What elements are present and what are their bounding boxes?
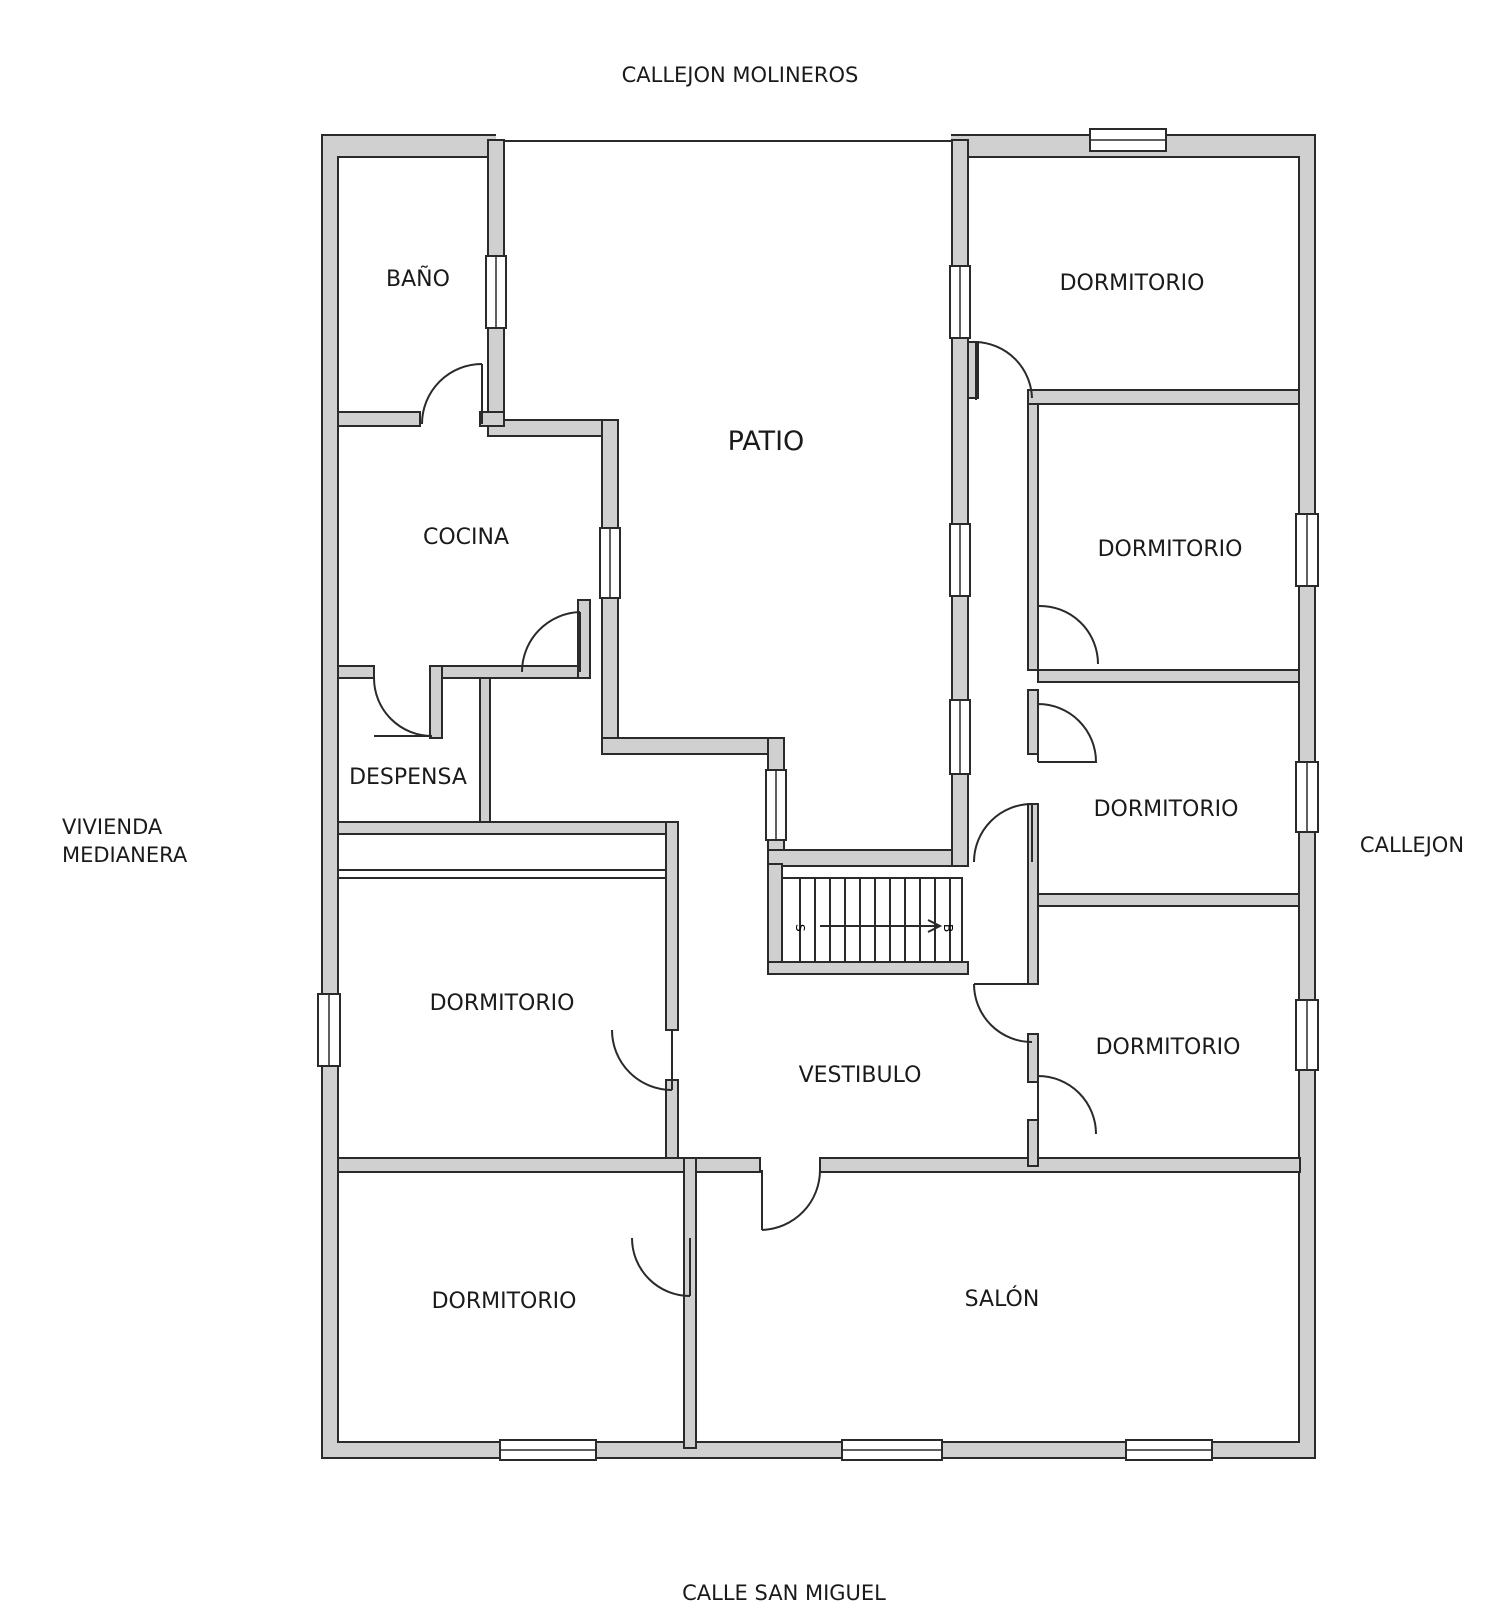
closet-divider — [337, 869, 667, 879]
window-south-3 — [1125, 1439, 1213, 1461]
room-label-patio: PATIO — [728, 426, 805, 457]
dorm-ne-door-jamb — [967, 341, 979, 399]
door-dorm-e2 — [1037, 703, 1098, 763]
interior-walls — [337, 139, 1301, 1449]
dorm-w-east-wall-lower — [665, 1079, 679, 1167]
windows — [317, 128, 1319, 1461]
door-despensa — [373, 677, 433, 737]
window-north — [1089, 128, 1167, 152]
east-corridor-wall-1 — [1027, 397, 1039, 671]
door-dorm-w — [611, 1029, 673, 1091]
corridor-wall-north — [337, 821, 679, 835]
door-dorm-e3 — [1037, 1075, 1097, 1135]
room-label-salon: SALÓN — [965, 1286, 1040, 1312]
room-label-dormitorio-w: DORMITORIO — [430, 991, 575, 1016]
door-dorm-ne — [975, 341, 1033, 400]
door-cocina — [521, 611, 581, 673]
despensa-north-wall-east — [429, 665, 591, 679]
door-stair-corridor — [973, 803, 1033, 863]
dorm-e1-south-wall — [1037, 669, 1300, 683]
window-bano — [485, 255, 507, 329]
room-label-dormitorio-ne: DORMITORIO — [1060, 271, 1205, 296]
surroundings-labels: CALLEJON MOLINEROS CALLE SAN MIGUEL CALL… — [62, 63, 1464, 1605]
label-west-line2: MEDIANERA — [62, 843, 188, 867]
window-corridor-2 — [949, 699, 971, 775]
door-bano — [421, 363, 483, 425]
window-dorm-ne-patio — [949, 265, 971, 339]
patio-south-wall — [767, 849, 969, 867]
window-south-2 — [841, 1439, 943, 1461]
label-north-street: CALLEJON MOLINEROS — [622, 63, 859, 87]
patio-south-wall-west — [601, 737, 783, 755]
east-corridor-wall-2 — [1027, 689, 1039, 755]
staircase: S B — [767, 863, 969, 975]
bano-south-wall-east — [479, 411, 505, 427]
despensa-east-wall — [479, 677, 491, 829]
room-label-dormitorio-sw: DORMITORIO — [432, 1289, 577, 1314]
dorm-w-east-wall-upper — [665, 821, 679, 1031]
dorm-ne-south-wall — [1027, 389, 1300, 405]
dorm-e2-south-wall — [1037, 893, 1300, 907]
bano-cocina-wall-east — [487, 419, 619, 437]
door-vestibulo-corridor — [973, 983, 1033, 1043]
salon-north-wall-west — [695, 1157, 761, 1173]
room-labels: BAÑO COCINA DESPENSA PATIO DORMITORIO DO… — [349, 265, 1242, 1314]
door-dorm-e1 — [1037, 604, 1099, 665]
room-label-dormitorio-e3: DORMITORIO — [1096, 1035, 1241, 1060]
label-west-line1: VIVIENDA — [62, 815, 163, 839]
door-dorm-sw — [631, 1237, 691, 1297]
outer-walls — [321, 134, 1316, 1459]
east-corridor-wall-4 — [1027, 1033, 1039, 1083]
room-label-cocina: COCINA — [423, 525, 509, 550]
label-south-street: CALLE SAN MIGUEL — [682, 1581, 886, 1605]
door-salon — [761, 1169, 821, 1231]
window-west — [317, 993, 341, 1067]
salon-north-wall-east — [819, 1157, 1301, 1173]
room-label-dormitorio-e2: DORMITORIO — [1094, 797, 1239, 822]
window-south-1 — [499, 1439, 597, 1461]
window-cocina — [599, 527, 621, 599]
room-label-despensa: DESPENSA — [349, 765, 467, 790]
label-east-alley: CALLEJON — [1360, 833, 1464, 857]
dorm-sw-east-wall — [683, 1157, 697, 1449]
room-label-vestibulo: VESTIBULO — [799, 1063, 922, 1088]
stair-mark-left: S — [793, 924, 807, 932]
doors — [373, 341, 1099, 1297]
room-label-dormitorio-e1: DORMITORIO — [1098, 537, 1243, 562]
room-label-bano: BAÑO — [386, 265, 450, 292]
window-corridor-1 — [949, 523, 971, 597]
bano-south-wall-west — [337, 411, 421, 427]
dorm-w-south-wall — [337, 1157, 685, 1173]
window-stair-patio — [765, 769, 787, 841]
despensa-north-wall-west — [337, 665, 375, 679]
window-east-2 — [1295, 761, 1319, 833]
east-corridor-wall-5 — [1027, 1119, 1039, 1167]
window-east-1 — [1295, 513, 1319, 587]
stair-mark-right: B — [941, 924, 955, 932]
despensa-door-jamb — [429, 665, 443, 739]
window-east-3 — [1295, 999, 1319, 1071]
